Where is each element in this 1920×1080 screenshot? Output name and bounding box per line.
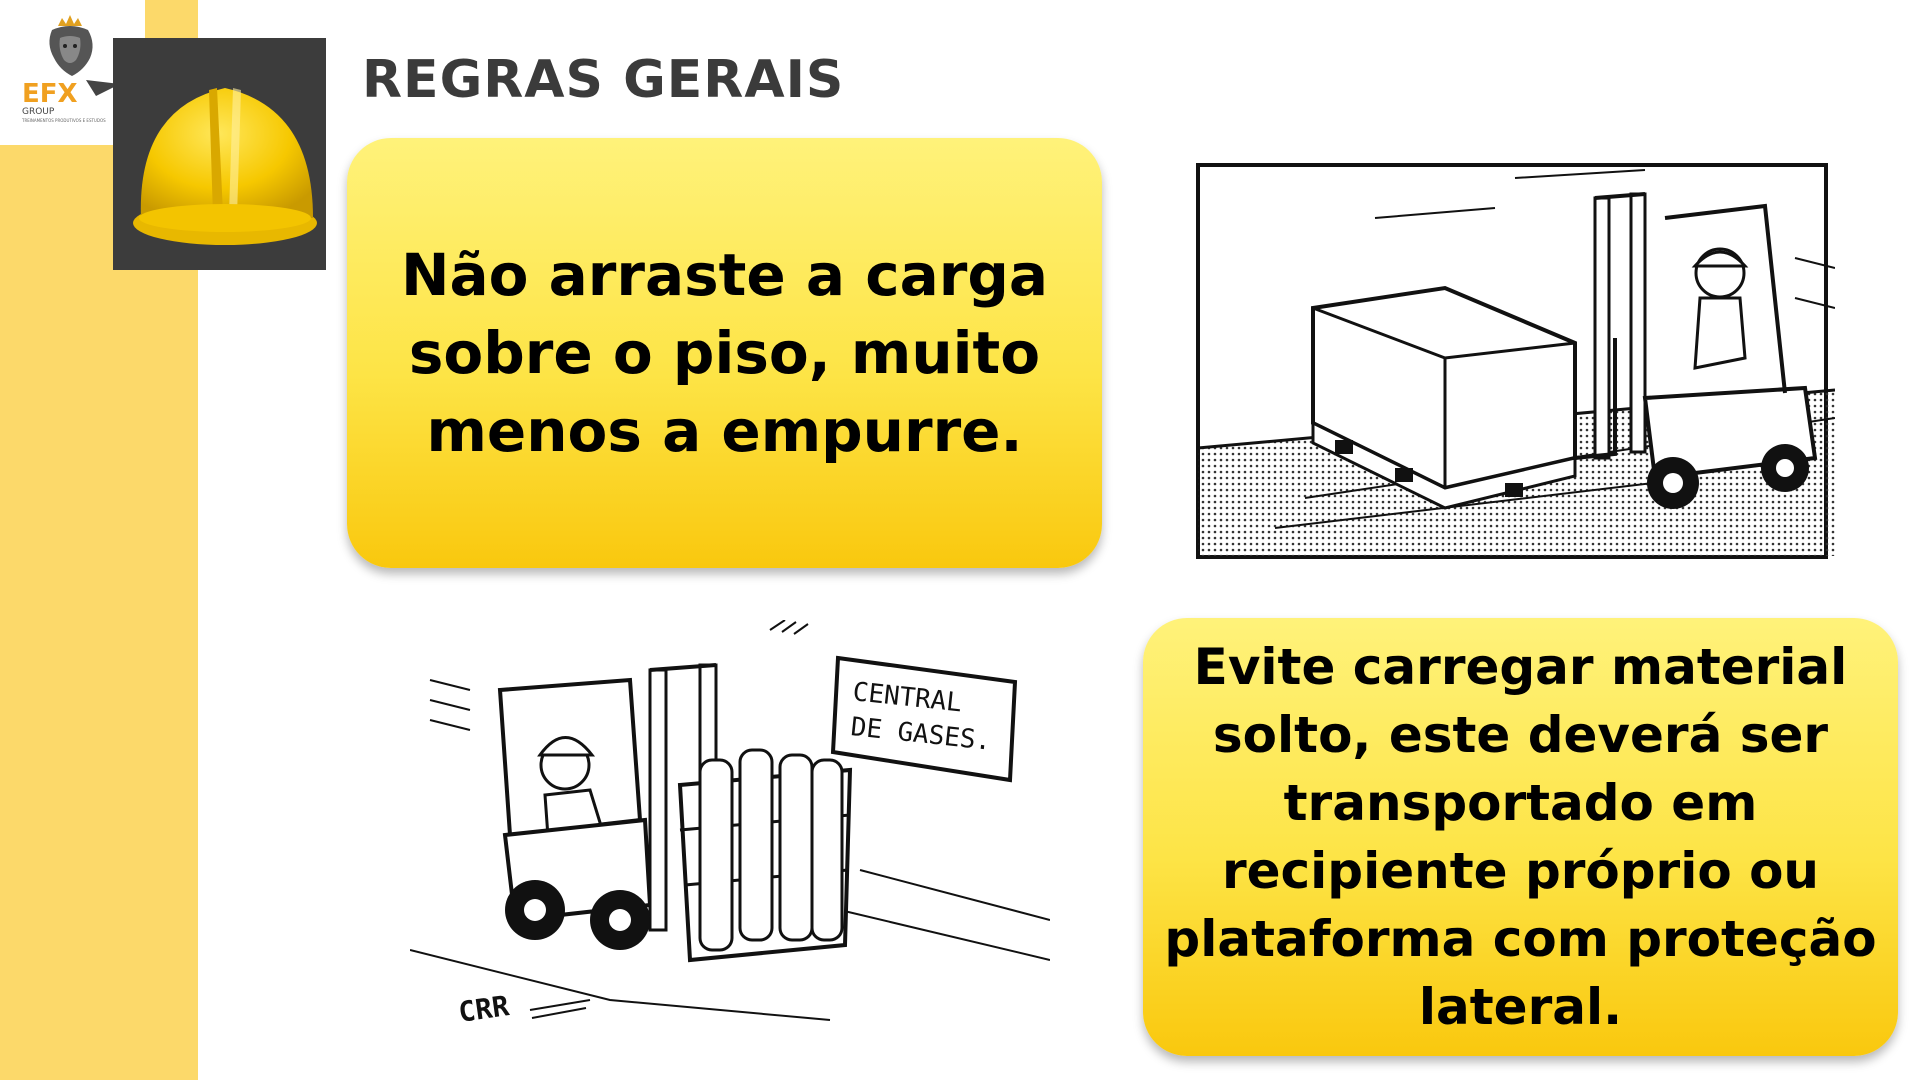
svg-text:EFX: EFX xyxy=(22,79,78,109)
callout-loose-material: Evite carregar material solto, este deve… xyxy=(1143,618,1898,1056)
callout-drag-load: Não arraste a carga sobre o piso, muito … xyxy=(347,138,1102,568)
forklift-pushing-load-illustration xyxy=(1195,158,1836,563)
helmet-image xyxy=(113,38,326,270)
forklift-cylinders-icon: CENTRAL DE GASES. CRR xyxy=(409,619,1051,1029)
lion-logo-icon: EFX GROUP TREINAMENTOS PRODUTIVOS E ESTU… xyxy=(21,15,120,123)
svg-text:TREINAMENTOS PRODUTIVOS E ESTU: TREINAMENTOS PRODUTIVOS E ESTUDOS xyxy=(21,118,106,123)
page-title: REGRAS GERAIS xyxy=(362,50,845,110)
hard-hat-icon xyxy=(133,88,317,245)
svg-text:GROUP: GROUP xyxy=(22,107,55,117)
forklift-icon xyxy=(1196,163,1836,559)
forklift-gas-cylinders-illustration: CENTRAL DE GASES. CRR xyxy=(409,619,1051,1050)
svg-text:CRR: CRR xyxy=(456,989,511,1029)
